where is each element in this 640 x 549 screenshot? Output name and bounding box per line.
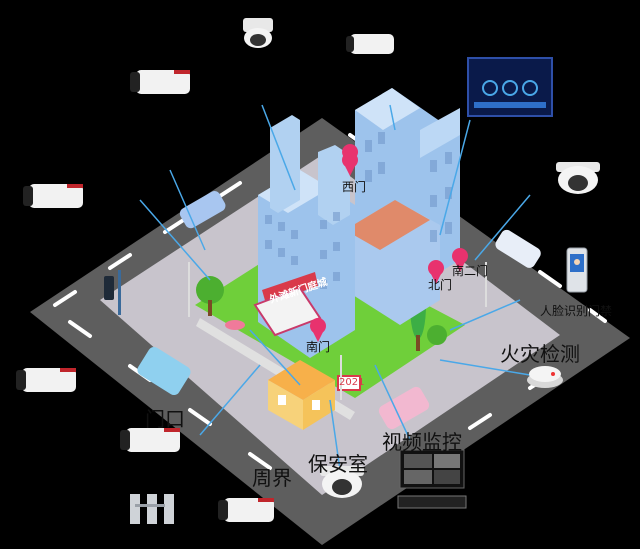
face-terminal-icon: [566, 247, 588, 293]
south-gate-label: 南门: [306, 340, 331, 354]
security-room-label: 保安室: [308, 452, 368, 476]
bullet-camera-icon: [120, 428, 180, 452]
gate-partial-label: 门口: [145, 407, 185, 431]
bullet-camera-icon: [130, 70, 190, 94]
bullet-camera-icon: [218, 498, 274, 522]
gate-pins: [310, 144, 468, 342]
south-gate-2-label: 南二门: [452, 264, 489, 278]
west-gate-label: 西门: [342, 180, 367, 194]
office-buildings: [253, 88, 460, 358]
bullet-camera-icon: [16, 368, 76, 392]
year-sign: 2021: [339, 377, 365, 388]
dome-camera-icon: [243, 18, 273, 48]
dome-camera-icon: [320, 466, 364, 498]
face-access-label: 人脸识别门禁: [540, 304, 613, 318]
fire-detection-label: 火灾检测: [500, 342, 580, 366]
nvr-recorder-icon: [397, 449, 467, 509]
callout-lines: [139, 104, 531, 471]
street-fixtures: [104, 262, 487, 400]
boundary-partial-label: 周界: [252, 466, 292, 490]
bullet-camera-icon: [23, 184, 83, 208]
turnstile-icon: [130, 494, 174, 524]
video-monitoring-label: 视频监控: [382, 430, 462, 454]
dome-camera-icon: [556, 162, 600, 194]
smoke-detector-icon: [527, 366, 563, 388]
bullet-camera-icon: [346, 34, 394, 54]
security-room-building: [268, 360, 361, 430]
monitor-dashboard-icon: [467, 57, 553, 117]
north-gate-label: 北门: [428, 278, 453, 292]
